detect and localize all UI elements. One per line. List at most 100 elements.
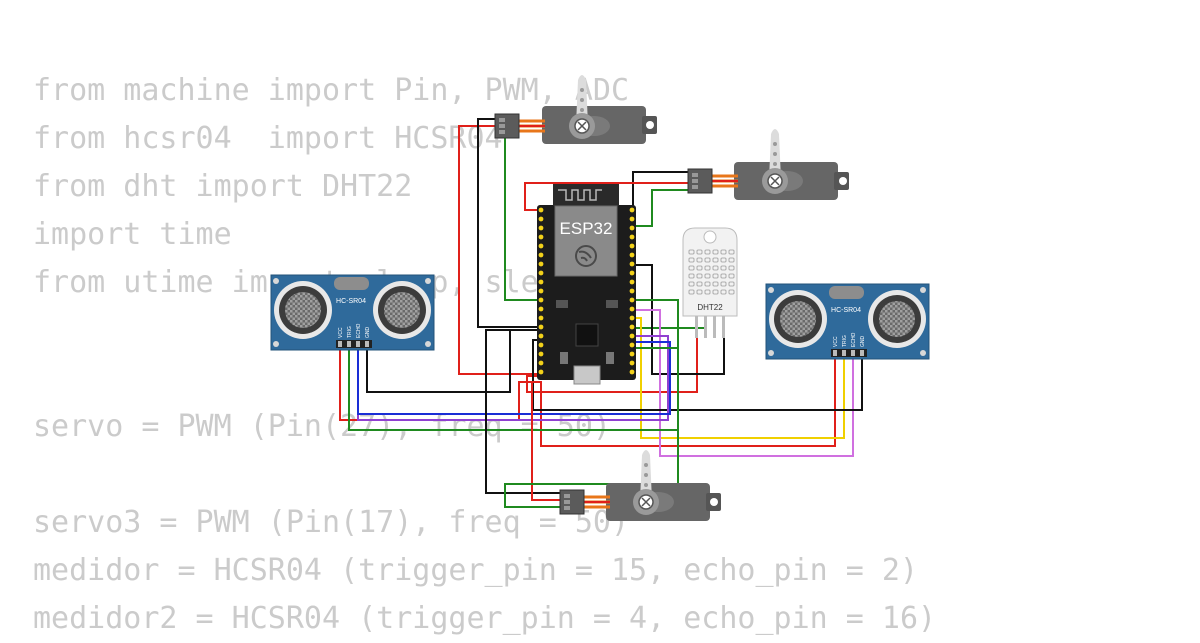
wire-servo2-black[interactable] bbox=[632, 171, 690, 212]
dht22-label: DHT22 bbox=[697, 303, 723, 312]
dht22-vent-slot bbox=[688, 281, 695, 287]
dht22-vent-slot bbox=[688, 265, 695, 271]
dht22-vent-slot bbox=[728, 289, 735, 295]
pin-label: GND bbox=[860, 336, 866, 348]
esp32-pin bbox=[538, 315, 544, 321]
wire-dht-black[interactable] bbox=[636, 264, 725, 375]
esp32-pin bbox=[629, 207, 635, 213]
esp32-pin bbox=[538, 252, 544, 258]
esp32-pin bbox=[629, 333, 635, 339]
esp32-pin bbox=[629, 360, 635, 366]
esp32-pin bbox=[629, 279, 635, 285]
dht22-vent-slot bbox=[688, 289, 695, 295]
code-line: from dht import DHT22 bbox=[33, 169, 413, 204]
dht22-vent-slot bbox=[720, 281, 727, 287]
pin-label: TRIG bbox=[842, 335, 848, 347]
dht22-vent-slot bbox=[688, 273, 695, 279]
servo-3[interactable] bbox=[559, 450, 721, 521]
wire-servo2-red[interactable] bbox=[524, 182, 690, 211]
servo-2[interactable] bbox=[687, 129, 849, 200]
dht22-vent-slot bbox=[720, 265, 727, 271]
ultrasonic-sensor-left[interactable]: HC-SR04 VCC TRIG ECHO GND bbox=[270, 274, 435, 351]
dht22-vent-slot bbox=[712, 281, 719, 287]
dht22-vent-slot bbox=[728, 281, 735, 287]
esp32-pin bbox=[629, 261, 635, 267]
esp32-pin bbox=[629, 306, 635, 312]
ultrasonic-right-label: HC-SR04 bbox=[831, 307, 861, 314]
dht22-vent-slot bbox=[696, 265, 703, 271]
dht22-vent-slot bbox=[696, 257, 703, 263]
ultrasonic-left-label: HC-SR04 bbox=[336, 298, 366, 305]
dht22-vent-slot bbox=[704, 257, 711, 263]
dht22-sensor[interactable]: DHT22 bbox=[682, 227, 738, 338]
dht22-vent-slot bbox=[704, 273, 711, 279]
esp32-pin bbox=[538, 261, 544, 267]
esp32-pin bbox=[629, 351, 635, 357]
esp32-pin bbox=[538, 234, 544, 240]
esp32-pin bbox=[629, 297, 635, 303]
dht22-vent-grid bbox=[688, 249, 735, 295]
wire-servo3-black[interactable] bbox=[485, 329, 562, 494]
dht22-vent-slot bbox=[720, 249, 727, 255]
esp32-pin bbox=[629, 342, 635, 348]
esp32-board[interactable]: ESP32 bbox=[537, 184, 636, 385]
esp32-pin bbox=[538, 243, 544, 249]
ultrasonic-sensor-right[interactable]: HC-SR04 VCC TRIG ECHO GND bbox=[765, 283, 930, 360]
wire-usl-red[interactable] bbox=[339, 348, 537, 421]
esp32-pin bbox=[629, 315, 635, 321]
dht22-vent-slot bbox=[696, 281, 703, 287]
esp32-label: ESP32 bbox=[560, 219, 613, 238]
code-line: import time bbox=[33, 217, 232, 252]
esp32-pins-left bbox=[538, 207, 544, 375]
servo-1[interactable] bbox=[494, 75, 657, 144]
circuit-diagram: ESP32 bbox=[270, 75, 930, 521]
dht22-vent-slot bbox=[704, 249, 711, 255]
esp32-pin bbox=[538, 324, 544, 330]
dht22-vent-slot bbox=[704, 281, 711, 287]
dht22-vent-slot bbox=[728, 257, 735, 263]
usb-port bbox=[573, 365, 601, 385]
esp32-pin bbox=[538, 369, 544, 375]
code-line: servo3 = PWM (Pin(17), freq = 50) bbox=[33, 505, 630, 540]
esp32-pins-right bbox=[629, 207, 635, 375]
esp32-pin bbox=[538, 342, 544, 348]
wire-usr-red[interactable] bbox=[537, 357, 836, 447]
esp32-pin bbox=[629, 216, 635, 222]
wire-usr-violet[interactable] bbox=[636, 309, 854, 457]
dht22-vent-slot bbox=[696, 273, 703, 279]
dht22-vent-slot bbox=[688, 249, 695, 255]
esp32-pin bbox=[538, 333, 544, 339]
esp32-pin bbox=[538, 351, 544, 357]
wire-servo1-red[interactable] bbox=[458, 125, 537, 375]
esp32-pin bbox=[538, 270, 544, 276]
dht22-vent-slot bbox=[712, 289, 719, 295]
wire-servo3-red[interactable] bbox=[531, 381, 562, 501]
code-line: from hcsr04 import HCSR04 bbox=[33, 121, 503, 156]
esp32-pin bbox=[538, 207, 544, 213]
esp32-pin bbox=[538, 216, 544, 222]
esp32-pin bbox=[629, 252, 635, 258]
dht22-vent-slot bbox=[712, 273, 719, 279]
wire-usl-blue[interactable] bbox=[357, 341, 671, 415]
wire-servo2-green[interactable] bbox=[636, 189, 690, 227]
code-line: from machine import Pin, PWM, ADC bbox=[33, 73, 630, 108]
dht22-vent-slot bbox=[696, 249, 703, 255]
code-line: servo = PWM (Pin(27), freq = 50) bbox=[33, 409, 611, 444]
pin-label: VCC bbox=[338, 327, 344, 338]
dht22-vent-slot bbox=[728, 273, 735, 279]
wire-servo3-green[interactable] bbox=[504, 347, 679, 508]
wire-servo1-black[interactable] bbox=[477, 118, 537, 328]
esp32-pin bbox=[629, 270, 635, 276]
pin-label: VCC bbox=[833, 336, 839, 347]
dht22-vent-slot bbox=[704, 289, 711, 295]
dht22-vent-slot bbox=[712, 249, 719, 255]
esp32-pin bbox=[629, 225, 635, 231]
code-line: medidor = HCSR04 (trigger_pin = 15, echo… bbox=[33, 553, 919, 588]
pin-label: ECHO bbox=[356, 323, 362, 338]
esp32-pin bbox=[538, 288, 544, 294]
espressif-logo-icon bbox=[575, 245, 597, 267]
dht22-vent-slot bbox=[688, 257, 695, 263]
dht22-vent-slot bbox=[720, 257, 727, 263]
pin-label: GND bbox=[365, 327, 371, 339]
esp32-pin bbox=[538, 306, 544, 312]
